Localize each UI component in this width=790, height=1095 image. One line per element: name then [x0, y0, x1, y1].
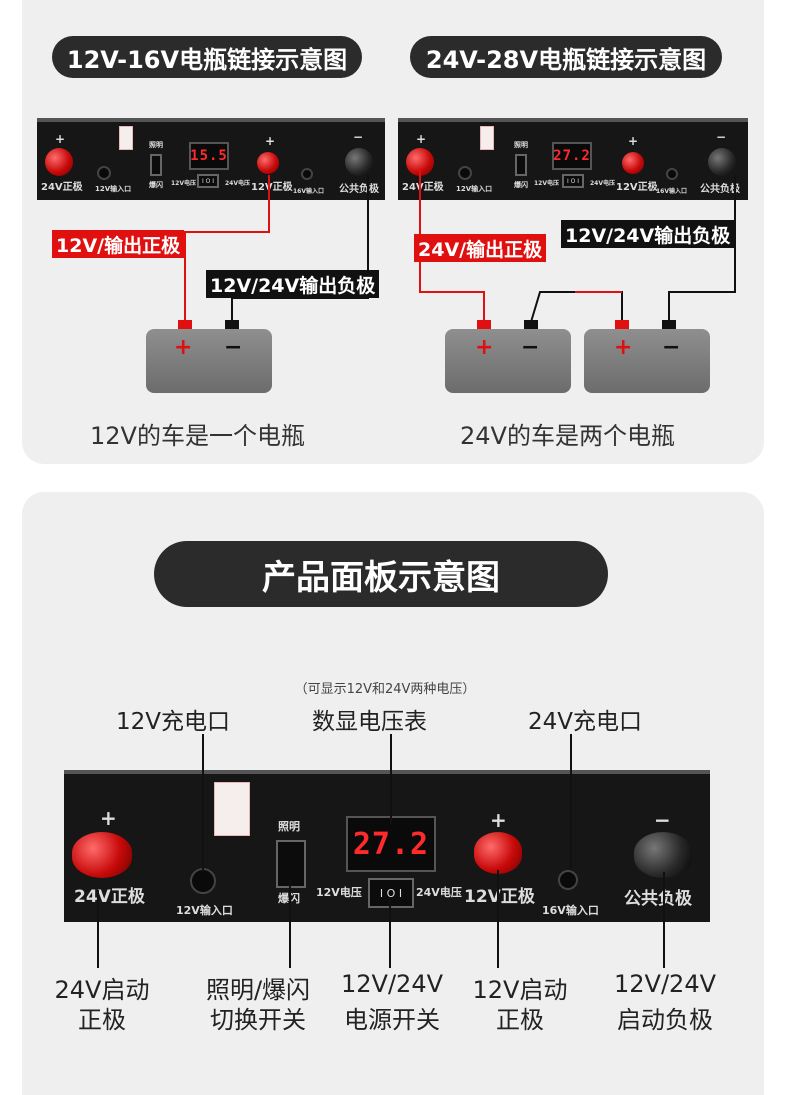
12v-positive-label: 12V正极 [251, 182, 293, 193]
label-switch-line2: 切换开关 [210, 1006, 306, 1034]
positive-terminal [615, 320, 629, 329]
warning-sticker [480, 126, 494, 150]
12v-positive-knob [622, 152, 644, 174]
common-negative-label: 公共负极 [339, 184, 379, 195]
16v-input-port [666, 168, 678, 180]
plus-sign: + [614, 335, 633, 360]
voltage-note: （可显示12V和24V两种电压） [294, 682, 476, 697]
flash-label: 爆闪 [149, 181, 163, 189]
negative-terminal [662, 320, 676, 329]
common-negative-label: 公共负极 [700, 184, 740, 195]
right-mini-panel: + 24V正极 12V输入口 照明 爆闪 27.2 12V电压 I O I 24… [398, 118, 748, 200]
16v-input-label: 16V输入口 [293, 188, 324, 195]
12v-positive-knob [474, 832, 522, 874]
battery: + − [445, 329, 571, 393]
voltage-display: 27.2 [552, 142, 592, 170]
warning-sticker [119, 126, 133, 150]
power-switch: I O I [197, 174, 219, 188]
minus-sign: − [353, 130, 364, 144]
voltage-display: 15.5 [189, 142, 229, 170]
label-24v-start-line1: 24V启动 [54, 976, 150, 1004]
12v-input-label: 12V输入口 [176, 904, 233, 917]
12v-voltage-label: 12V电压 [171, 180, 196, 187]
battery: + − [584, 329, 710, 393]
24v-positive-label: 24V正极 [41, 182, 83, 193]
minus-sign: − [654, 808, 671, 832]
12v-voltage-label: 12V电压 [316, 886, 362, 899]
right-positive-tag: 24V/输出正极 [414, 234, 547, 262]
label-24v-start-line2: 正极 [78, 1006, 126, 1034]
label-12v-start-line1: 12V启动 [472, 976, 568, 1004]
12v-positive-knob [257, 152, 279, 174]
minus-sign: − [716, 130, 727, 144]
negative-terminal [524, 320, 538, 329]
plus-sign: + [55, 132, 66, 146]
plus-sign: + [416, 132, 427, 146]
label-negative-line2: 启动负极 [617, 1006, 713, 1034]
16v-input-port [558, 870, 578, 890]
common-negative-label: 公共负极 [624, 889, 692, 909]
left-caption: 12V的车是一个电瓶 [90, 422, 305, 450]
plus-sign: + [265, 134, 276, 148]
16v-input-label: 16V输入口 [656, 188, 687, 195]
plus-sign: + [628, 134, 639, 148]
12v-input-port [97, 166, 111, 180]
callout-voltage-display: 数显电压表 [312, 709, 427, 735]
minus-sign: − [224, 335, 243, 360]
plus-sign: + [174, 335, 193, 360]
minus-sign: − [662, 335, 681, 360]
left-diagram-title: 12V-16V电瓶链接示意图 [52, 36, 362, 78]
12v-input-label: 12V输入口 [95, 185, 132, 193]
label-12v-start-line2: 正极 [496, 1006, 544, 1034]
right-caption: 24V的车是两个电瓶 [460, 422, 675, 450]
plus-sign: + [100, 806, 117, 830]
light-label: 照明 [149, 141, 163, 149]
right-negative-tag: 12V/24V输出负极 [561, 220, 735, 248]
24v-positive-knob [72, 832, 132, 878]
minus-sign: − [521, 335, 540, 360]
light-label: 照明 [278, 820, 300, 833]
callout-12v-charge-port: 12V充电口 [116, 709, 231, 735]
12v-input-port [458, 166, 472, 180]
top-wiring [184, 168, 736, 323]
12v-voltage-label: 12V电压 [534, 180, 559, 187]
left-mini-panel: + 24V正极 12V输入口 照明 爆闪 15.5 12V电压 I O I 24… [37, 118, 385, 200]
label-switch-line1: 照明/爆闪 [205, 976, 311, 1004]
12v-positive-label: 12V正极 [616, 182, 658, 193]
power-switch: I O I [562, 174, 584, 188]
24v-voltage-label: 24V电压 [416, 886, 462, 899]
24v-positive-knob [45, 148, 73, 176]
common-negative-knob [708, 148, 736, 176]
negative-terminal [225, 320, 239, 329]
24v-voltage-label: 24V电压 [225, 180, 250, 187]
warning-sticker [214, 782, 250, 836]
24v-positive-label: 24V正极 [402, 182, 444, 193]
24v-positive-label: 24V正极 [74, 887, 145, 907]
left-positive-tag: 12V/输出正极 [52, 230, 185, 258]
light-flash-switch [515, 154, 527, 176]
common-negative-knob [345, 148, 373, 176]
common-negative-knob [634, 832, 692, 878]
label-negative-line1: 12V/24V [614, 970, 716, 998]
plus-sign: + [490, 808, 507, 832]
left-negative-tag: 12V/24V输出负极 [206, 270, 380, 298]
plus-sign: + [475, 335, 494, 360]
12v-input-label: 12V输入口 [456, 185, 493, 193]
light-label: 照明 [514, 141, 528, 149]
label-power-line1: 12V/24V [341, 970, 443, 998]
battery: + − [146, 329, 272, 393]
positive-terminal [178, 320, 192, 329]
16v-input-port [301, 168, 313, 180]
16v-input-label: 16V输入口 [542, 904, 599, 917]
right-diagram-title: 24V-28V电瓶链接示意图 [410, 36, 722, 78]
positive-terminal [477, 320, 491, 329]
panel-diagram-title: 产品面板示意图 [154, 541, 608, 607]
light-flash-switch [150, 154, 162, 176]
flash-label: 爆闪 [514, 181, 528, 189]
12v-positive-label: 12V正极 [464, 887, 535, 907]
24v-voltage-label: 24V电压 [590, 180, 615, 187]
callout-24v-charge-port: 24V充电口 [528, 709, 643, 735]
label-power-line2: 电源开关 [344, 1006, 440, 1034]
